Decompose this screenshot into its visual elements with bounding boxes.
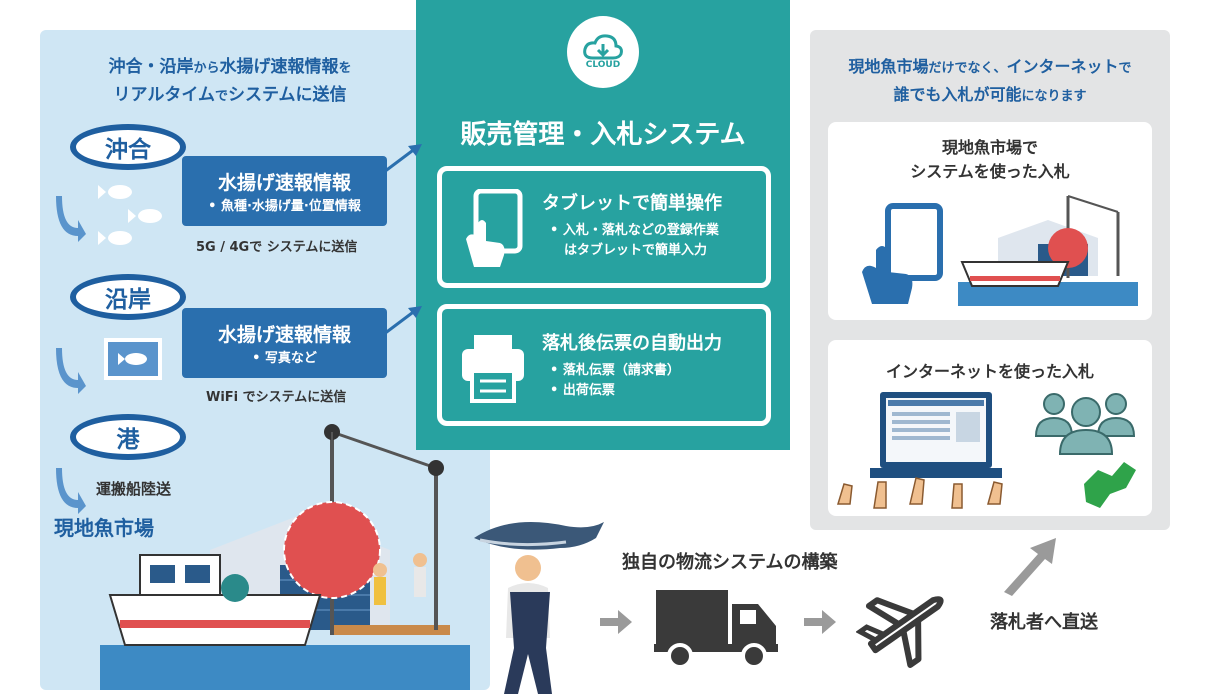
bidders-icon (1034, 393, 1136, 508)
photo-icon (104, 338, 162, 380)
up-right-arrow-icon (1004, 538, 1056, 596)
tablet-feature-line1: • 入札・落札などの登録作業 (550, 223, 719, 238)
tablet-feature-box: タブレットで簡単操作 • 入札・落札などの登録作業 はタブレットで簡単入力 (437, 166, 771, 288)
printer-icon (462, 335, 524, 403)
port-note: 運搬船陸送 (96, 480, 172, 498)
coastal-note: WiFi でシステムに送信 (206, 390, 347, 405)
offshore-info-box: 水揚げ速報情報 • 魚種·水揚げ量·位置情報 (182, 156, 387, 226)
truck-icon (654, 590, 778, 669)
tablet-feature-line2: はタブレットで簡単入力 (564, 243, 708, 258)
invoice-feature-line2: • 出荷伝票 (550, 383, 615, 398)
tablet-touch-icon (862, 203, 943, 304)
offshore-note: 5G / 4Gで システムに送信 (196, 240, 358, 255)
right-heading: 現地魚市場だけでなく、インターネットで 誰でも入札が可能になります (848, 57, 1132, 104)
gray-arrow-icon (804, 610, 836, 634)
down-arrow-icon (56, 468, 86, 514)
left-heading: 沖合・沿岸から水揚げ速報情報を リアルタイムでシステムに送信 (108, 57, 352, 105)
gray-arrow-icon (600, 610, 632, 634)
fish-school-icon (98, 185, 162, 245)
invoice-feature-box: 落札後伝票の自動出力 • 落札伝票（請求書） • 出荷伝票 (437, 304, 771, 426)
internet-bid-panel: インターネットを使った入札 (828, 340, 1152, 516)
cloud-label: CLOUD (585, 60, 621, 70)
fishing-port-illustration (100, 424, 470, 690)
arrow-to-system-icon (383, 306, 422, 336)
airplane-icon (856, 596, 944, 668)
fisherman-carrying-tuna-illustration (474, 522, 604, 694)
market-boat-icon (958, 195, 1138, 306)
logistics-label: 独自の物流システムの構築 (622, 552, 838, 573)
arrow-to-system-icon (383, 144, 422, 174)
tablet-touch-icon (466, 189, 523, 267)
coastal-info-box: 水揚げ速報情報 • 写真など (182, 308, 387, 378)
laptop-icon (870, 392, 1002, 478)
invoice-feature-line1: • 落札伝票（請求書） (550, 363, 680, 378)
down-arrow-icon (56, 196, 86, 242)
raised-hands-icon (836, 477, 1003, 509)
market-bid-panel: 現地魚市場で システムを使った入札 (828, 122, 1152, 320)
direct-delivery-label: 落札者へ直送 (990, 612, 1098, 633)
down-arrow-icon (56, 348, 86, 394)
offshore-label: 沖合 (70, 124, 186, 170)
coastal-label: 沿岸 (70, 274, 186, 320)
system-title: 販売管理・入札システム (460, 120, 746, 150)
cloud-icon: CLOUD (567, 16, 639, 88)
market-bid-title: 現地魚市場で システムを使った入札 (910, 138, 1070, 181)
invoice-feature-title: 落札後伝票の自動出力 (542, 333, 722, 354)
market-label: 現地魚市場 (54, 516, 154, 540)
internet-bid-title: インターネットを使った入札 (885, 362, 1094, 381)
port-label: 港 (70, 414, 186, 460)
tablet-feature-title: タブレットで簡単操作 (542, 193, 722, 214)
